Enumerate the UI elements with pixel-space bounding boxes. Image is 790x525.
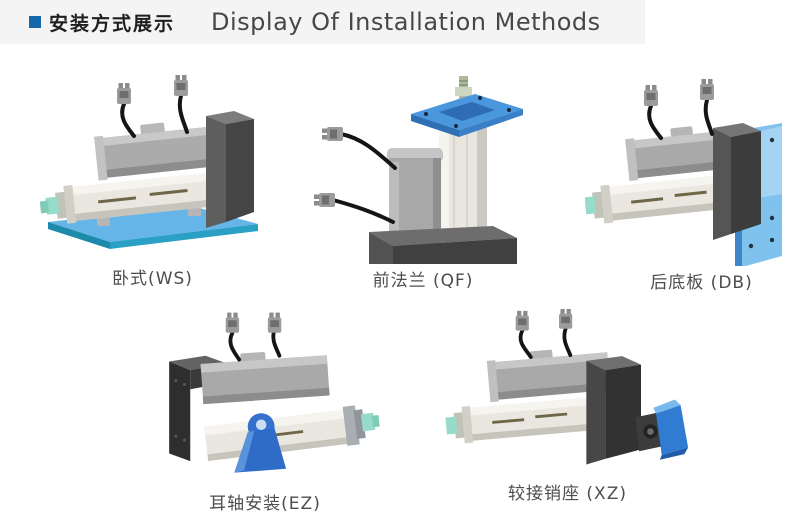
product-image-qf-front-flange bbox=[314, 76, 523, 264]
product-caption-qf: 前法兰 (QF) bbox=[372, 271, 474, 291]
cable-connector-icon bbox=[700, 79, 714, 100]
cable-connector-icon bbox=[225, 312, 240, 333]
product-caption-xz: 较接销座 (XZ) bbox=[508, 484, 627, 504]
product-figure-xz: 较接销座 (XZ) bbox=[445, 308, 690, 504]
cable-connector-icon bbox=[117, 83, 131, 104]
product-image-ws-horizontal-mount bbox=[40, 75, 258, 249]
cable-connector-icon bbox=[559, 308, 573, 329]
product-figure-ez: 耳轴安装(EZ) bbox=[150, 308, 380, 514]
cable-connector-icon bbox=[515, 310, 529, 331]
cable-connector-icon bbox=[644, 85, 658, 106]
bullet-square-icon bbox=[29, 16, 41, 28]
cable-connector-icon bbox=[174, 75, 188, 96]
product-image-ez-trunnion-mount bbox=[169, 312, 380, 473]
product-figure-db: 后底板 (DB) bbox=[585, 76, 790, 293]
product-image-db-rear-base-plate bbox=[585, 79, 782, 266]
cable-connector-icon bbox=[322, 127, 343, 141]
product-image-xz-clevis-pin-mount bbox=[445, 308, 689, 465]
section-title-cn: 安装方式展示 bbox=[49, 12, 176, 35]
cable-connector-icon bbox=[267, 312, 282, 333]
product-caption-ez: 耳轴安装(EZ) bbox=[209, 494, 321, 514]
cable-connector-icon bbox=[314, 193, 335, 207]
product-figure-ws: 卧式(WS) bbox=[40, 72, 265, 289]
product-caption-ws: 卧式(WS) bbox=[112, 269, 193, 289]
product-figure-qf: 前法兰 (QF) bbox=[313, 74, 533, 291]
product-caption-db: 后底板 (DB) bbox=[650, 273, 753, 293]
section-header: 安装方式展示 Display Of Installation Methods bbox=[0, 0, 645, 44]
section-title-en: Display Of Installation Methods bbox=[211, 8, 601, 36]
